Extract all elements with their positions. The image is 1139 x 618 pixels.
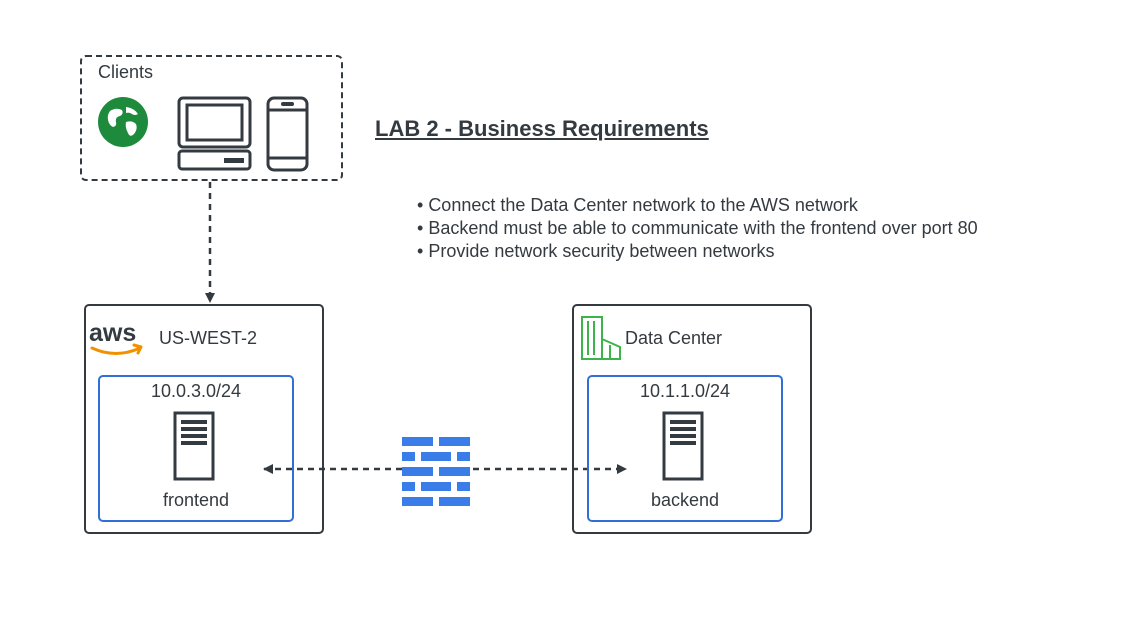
frontend-server-icon — [173, 411, 215, 481]
backend-server-icon — [662, 411, 704, 481]
aws-region-group — [84, 304, 324, 534]
data-center-group — [572, 304, 812, 534]
globe-icon — [96, 95, 150, 149]
backend-subnet — [587, 375, 783, 522]
data-center-icon — [580, 315, 624, 361]
frontend-subnet — [98, 375, 294, 522]
backend-subnet-cidr: 10.1.1.0/24 — [639, 381, 731, 401]
clients-group — [80, 55, 343, 181]
requirement-item: Connect the Data Center network to the A… — [417, 194, 978, 217]
frontend-subnet-cidr: 10.0.3.0/24 — [150, 381, 242, 401]
mobile-phone-icon — [266, 96, 309, 172]
requirement-item: Backend must be able to communicate with… — [417, 217, 977, 240]
clients-label: Clients — [98, 62, 154, 82]
region-label: US-WEST-2 — [159, 328, 258, 348]
backend-server-label: backend — [650, 490, 720, 510]
aws-logo: aws — [88, 320, 146, 360]
requirement-item: Provide network security between network… — [417, 240, 978, 263]
aws-logo-text: aws — [89, 320, 136, 347]
frontend-server-label: frontend — [162, 490, 230, 510]
data-center-label: Data Center — [625, 328, 723, 348]
page-title: LAB 2 - Business Requirements — [375, 116, 709, 141]
desktop-computer-icon — [176, 96, 254, 172]
firewall-icon — [402, 437, 472, 507]
requirements-list: Connect the Data Center network to the A… — [417, 194, 978, 263]
